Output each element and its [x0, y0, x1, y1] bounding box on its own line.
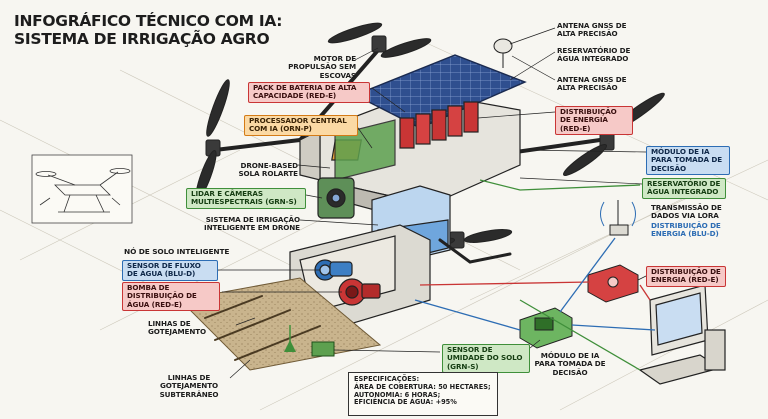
label-energy-dist-top: DISTRIBUIÇÃO DE ENERGIA (RED-E)	[555, 106, 633, 136]
title-line-1: INFOGRÁFICO TÉCNICO COM IA:	[14, 12, 283, 30]
label-reservoir-top: RESERVATÓRIO DE ÁGUA INTEGRADO	[557, 46, 631, 64]
computer-terminal	[638, 284, 726, 385]
ai-module-ground	[519, 307, 573, 349]
soil-plot	[178, 277, 382, 371]
gnss-antenna	[493, 38, 513, 68]
energy-box	[587, 264, 639, 303]
leader-lines	[218, 27, 647, 379]
label-soil-node: NÓ DE SOLO INTELIGENTE	[124, 247, 230, 256]
label-drone-based: DRONE-BASED SOLA ROLARTE	[238, 161, 298, 179]
propeller-left	[195, 79, 230, 200]
lora-tower	[600, 200, 636, 236]
label-pump: BOMBA DE DISTRIBUIÇÃO DE ÁGUA (RED-E)	[122, 282, 220, 312]
landing-gear	[438, 238, 512, 264]
label-subsurface: LINHAS DE GOTEJAMENTO SUBTERRÂNEO	[159, 373, 219, 399]
title-line-2: SISTEMA DE IRRIGAÇÃO AGRO	[14, 30, 270, 48]
spec-autonomy: AUTONOMIA: 6 HORAS;	[354, 390, 441, 399]
label-energy-dist-blue: DISTRIBUIÇÃO DE ENERGIA (BLU-D)	[651, 221, 721, 239]
spec-heading: ESPECIFICAÇÕES:	[354, 375, 420, 383]
label-drip-lines: LINHAS DE GOTEJAMENTO	[148, 319, 207, 337]
battery-cells	[399, 101, 479, 149]
label-gnss-mid: ANTENA GNSS DE ALTA PRECISÃO	[557, 75, 627, 93]
label-irrigation-system: SISTEMA DE IRRIGAÇÃO INTELIGENTE EM DRON…	[204, 215, 300, 233]
flow-lines	[414, 179, 656, 371]
propeller-top	[327, 22, 432, 58]
specifications-box: ESPECIFICAÇÕES: ÁREA DE COBERTURA: 50 HE…	[348, 372, 498, 416]
label-reservoir-right: RESERVATÓRIO DE ÁGUA INTEGRADO	[642, 178, 726, 199]
sketch-drone	[31, 154, 133, 224]
label-moisture: SENSOR DE UMIDADE DO SOLO (GRN-S)	[442, 344, 530, 374]
label-battery: PACK DE BATERIA DE ALTA CAPACIDADE (RED-…	[248, 82, 370, 103]
page-title: INFOGRÁFICO TÉCNICO COM IA: SISTEMA DE I…	[14, 12, 283, 48]
spec-efficiency: EFICIÊNCIA DE ÁGUA: +95%	[354, 398, 457, 407]
spec-area: ÁREA DE COBERTURA: 50 HECTARES;	[354, 382, 491, 391]
label-gnss-top: ANTENA GNSS DE ALTA PRECISÃO	[557, 21, 627, 39]
label-energy-dist-bottom: DISTRIBUIÇÃO DE ENERGIA (RED-E)	[646, 266, 726, 287]
label-motor: MOTOR DE PROPULSÃO SEM ESCOVAS	[288, 54, 356, 80]
label-lora: TRANSMISSÃO DE DADOS VIA LORA	[651, 203, 722, 221]
label-lidar: LIDAR E CÂMERAS MULTIESPECTRAIS (GRN-S)	[186, 188, 306, 209]
label-ai-module-bottom: MÓDULO DE IA PARA TOMADA DE DECISÃO	[534, 351, 606, 377]
label-cpu: PROCESSADOR CENTRAL COM IA (ORN-P)	[244, 115, 358, 136]
label-flow-sensor: SENSOR DE FLUXO DE ÁGUA (BLU-D)	[122, 260, 218, 281]
label-ai-module-right: MÓDULO DE IA PARA TOMADA DE DECISÃO	[646, 146, 730, 176]
